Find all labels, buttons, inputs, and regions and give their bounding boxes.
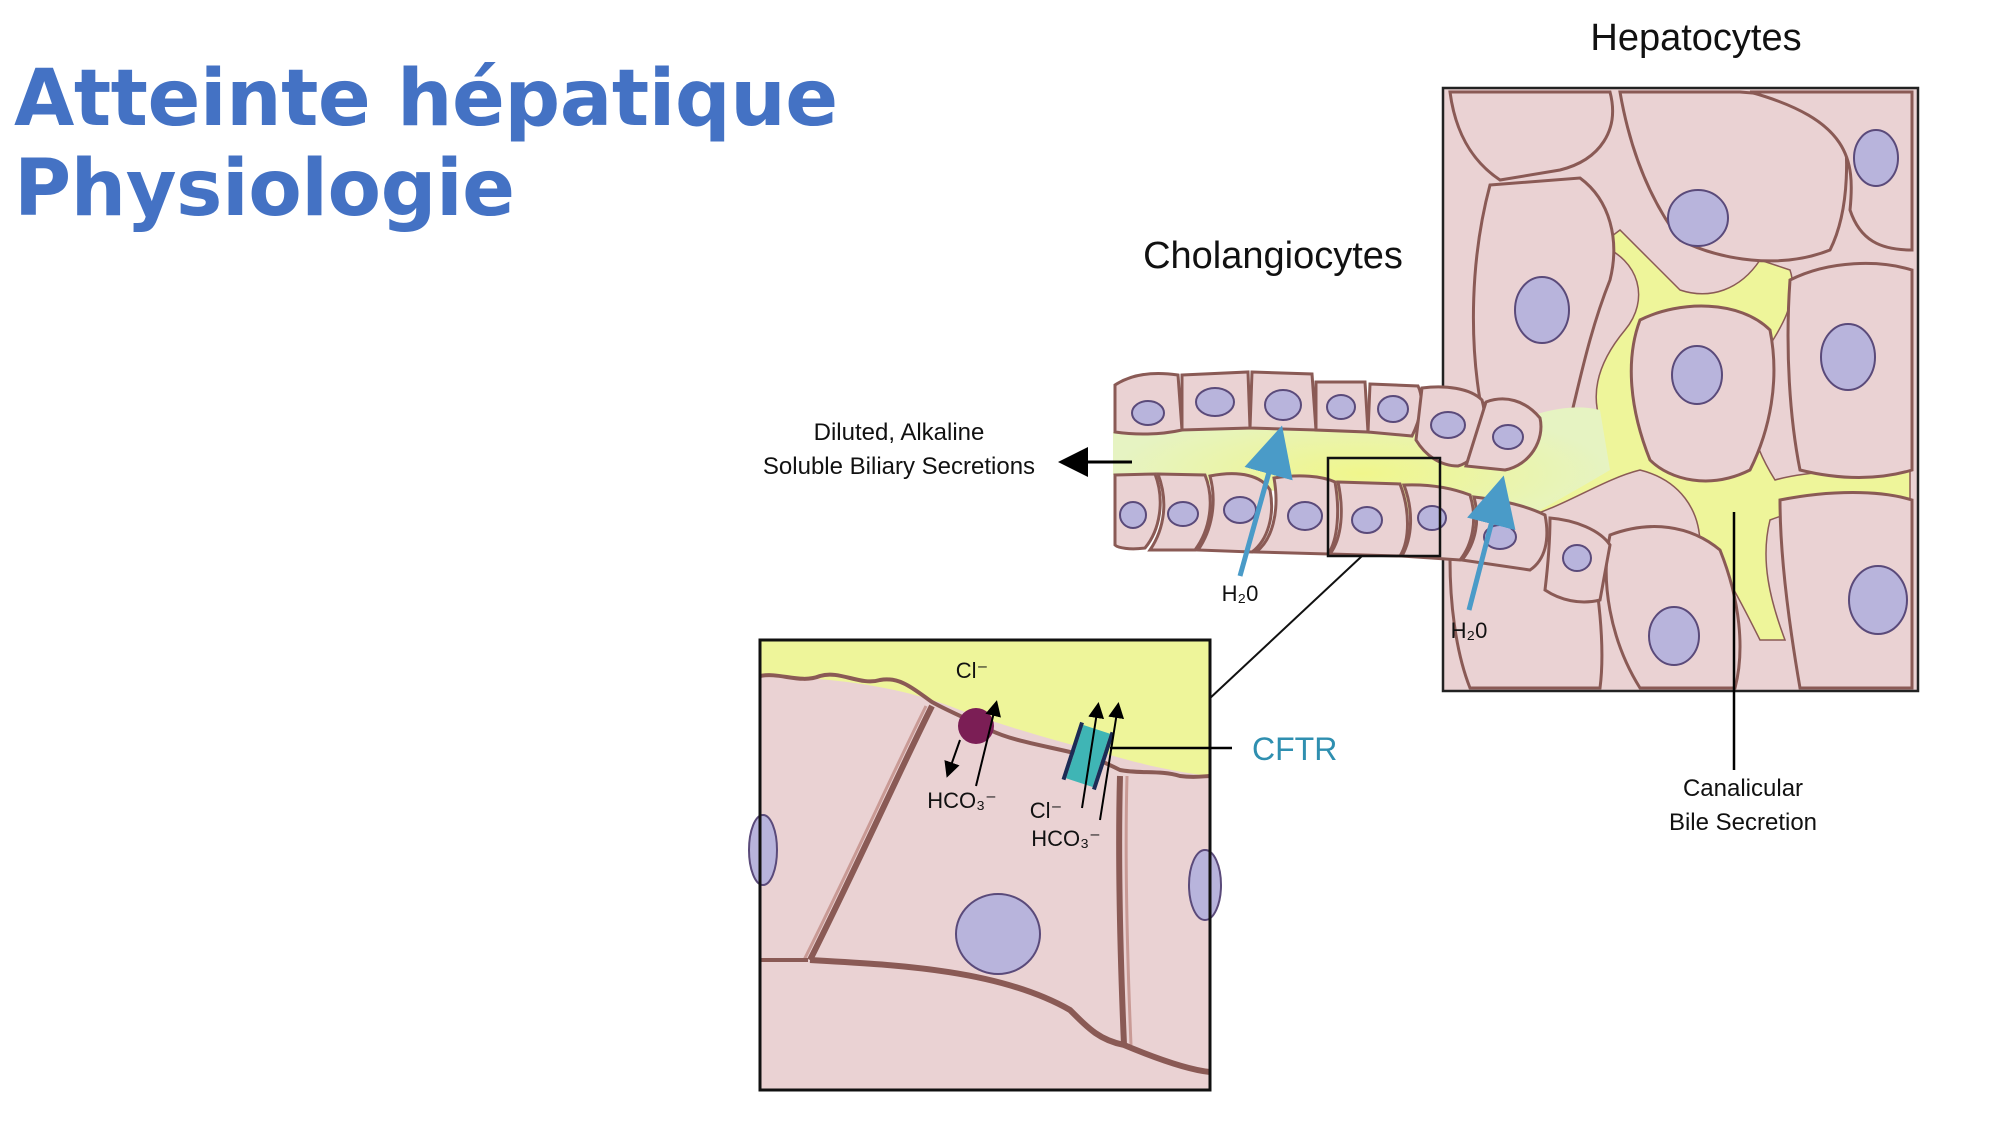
hepatocyte-nucleus [1820,323,1876,391]
label-cl-mid: Cl⁻ [1030,798,1062,823]
water-arrow-1 [1237,425,1293,577]
hepatocyte-cell [1778,491,1914,690]
hepatocyte-cell [1448,90,1615,182]
title-line-1: Atteinte hépatique [14,54,838,144]
label-secretions-line2: Soluble Biliary Secretions [763,453,1035,480]
label-cl-top: Cl⁻ [956,658,988,683]
label-cholangiocytes: Cholangiocytes [1143,235,1403,277]
zoom-selection-box [1326,456,1442,558]
inset-nucleus [955,893,1041,975]
hepatocyte-nucleus [1671,345,1723,405]
hepatocyte-tissue [1441,86,1920,693]
page-title: Atteinte hépatique Physiologie [14,54,838,234]
label-secretions-line1: Diluted, Alkaline [814,419,985,446]
water-arrow-2 [1466,475,1516,611]
label-cftr: CFTR [1252,731,1337,767]
hepatocyte-nucleus [1514,276,1570,344]
label-hepatocytes: Hepatocytes [1590,17,1801,59]
label-water-2: H₂0 [1451,618,1488,643]
cftr-channel [1061,721,1115,791]
hepatocyte-nucleus [1667,189,1729,247]
hepatocyte-nucleus [1648,606,1700,666]
hepatocyte-nucleus [1848,565,1908,635]
cl-hco3-exchanger [958,708,994,744]
label-hco3-mid: HCO₃⁻ [1031,826,1100,851]
label-canalicular-line1: Canalicular [1683,775,1803,802]
bile-duct [1113,370,1612,701]
hepatocyte-nucleus [1853,129,1899,187]
label-water-1: H₂0 [1222,581,1259,606]
inset-zoom [748,638,1222,1092]
label-canalicular-line2: Bile Secretion [1669,809,1817,836]
label-hco3-left: HCO₃⁻ [927,788,996,813]
title-line-2: Physiologie [14,144,515,234]
zoom-connector-line [1207,555,1363,701]
